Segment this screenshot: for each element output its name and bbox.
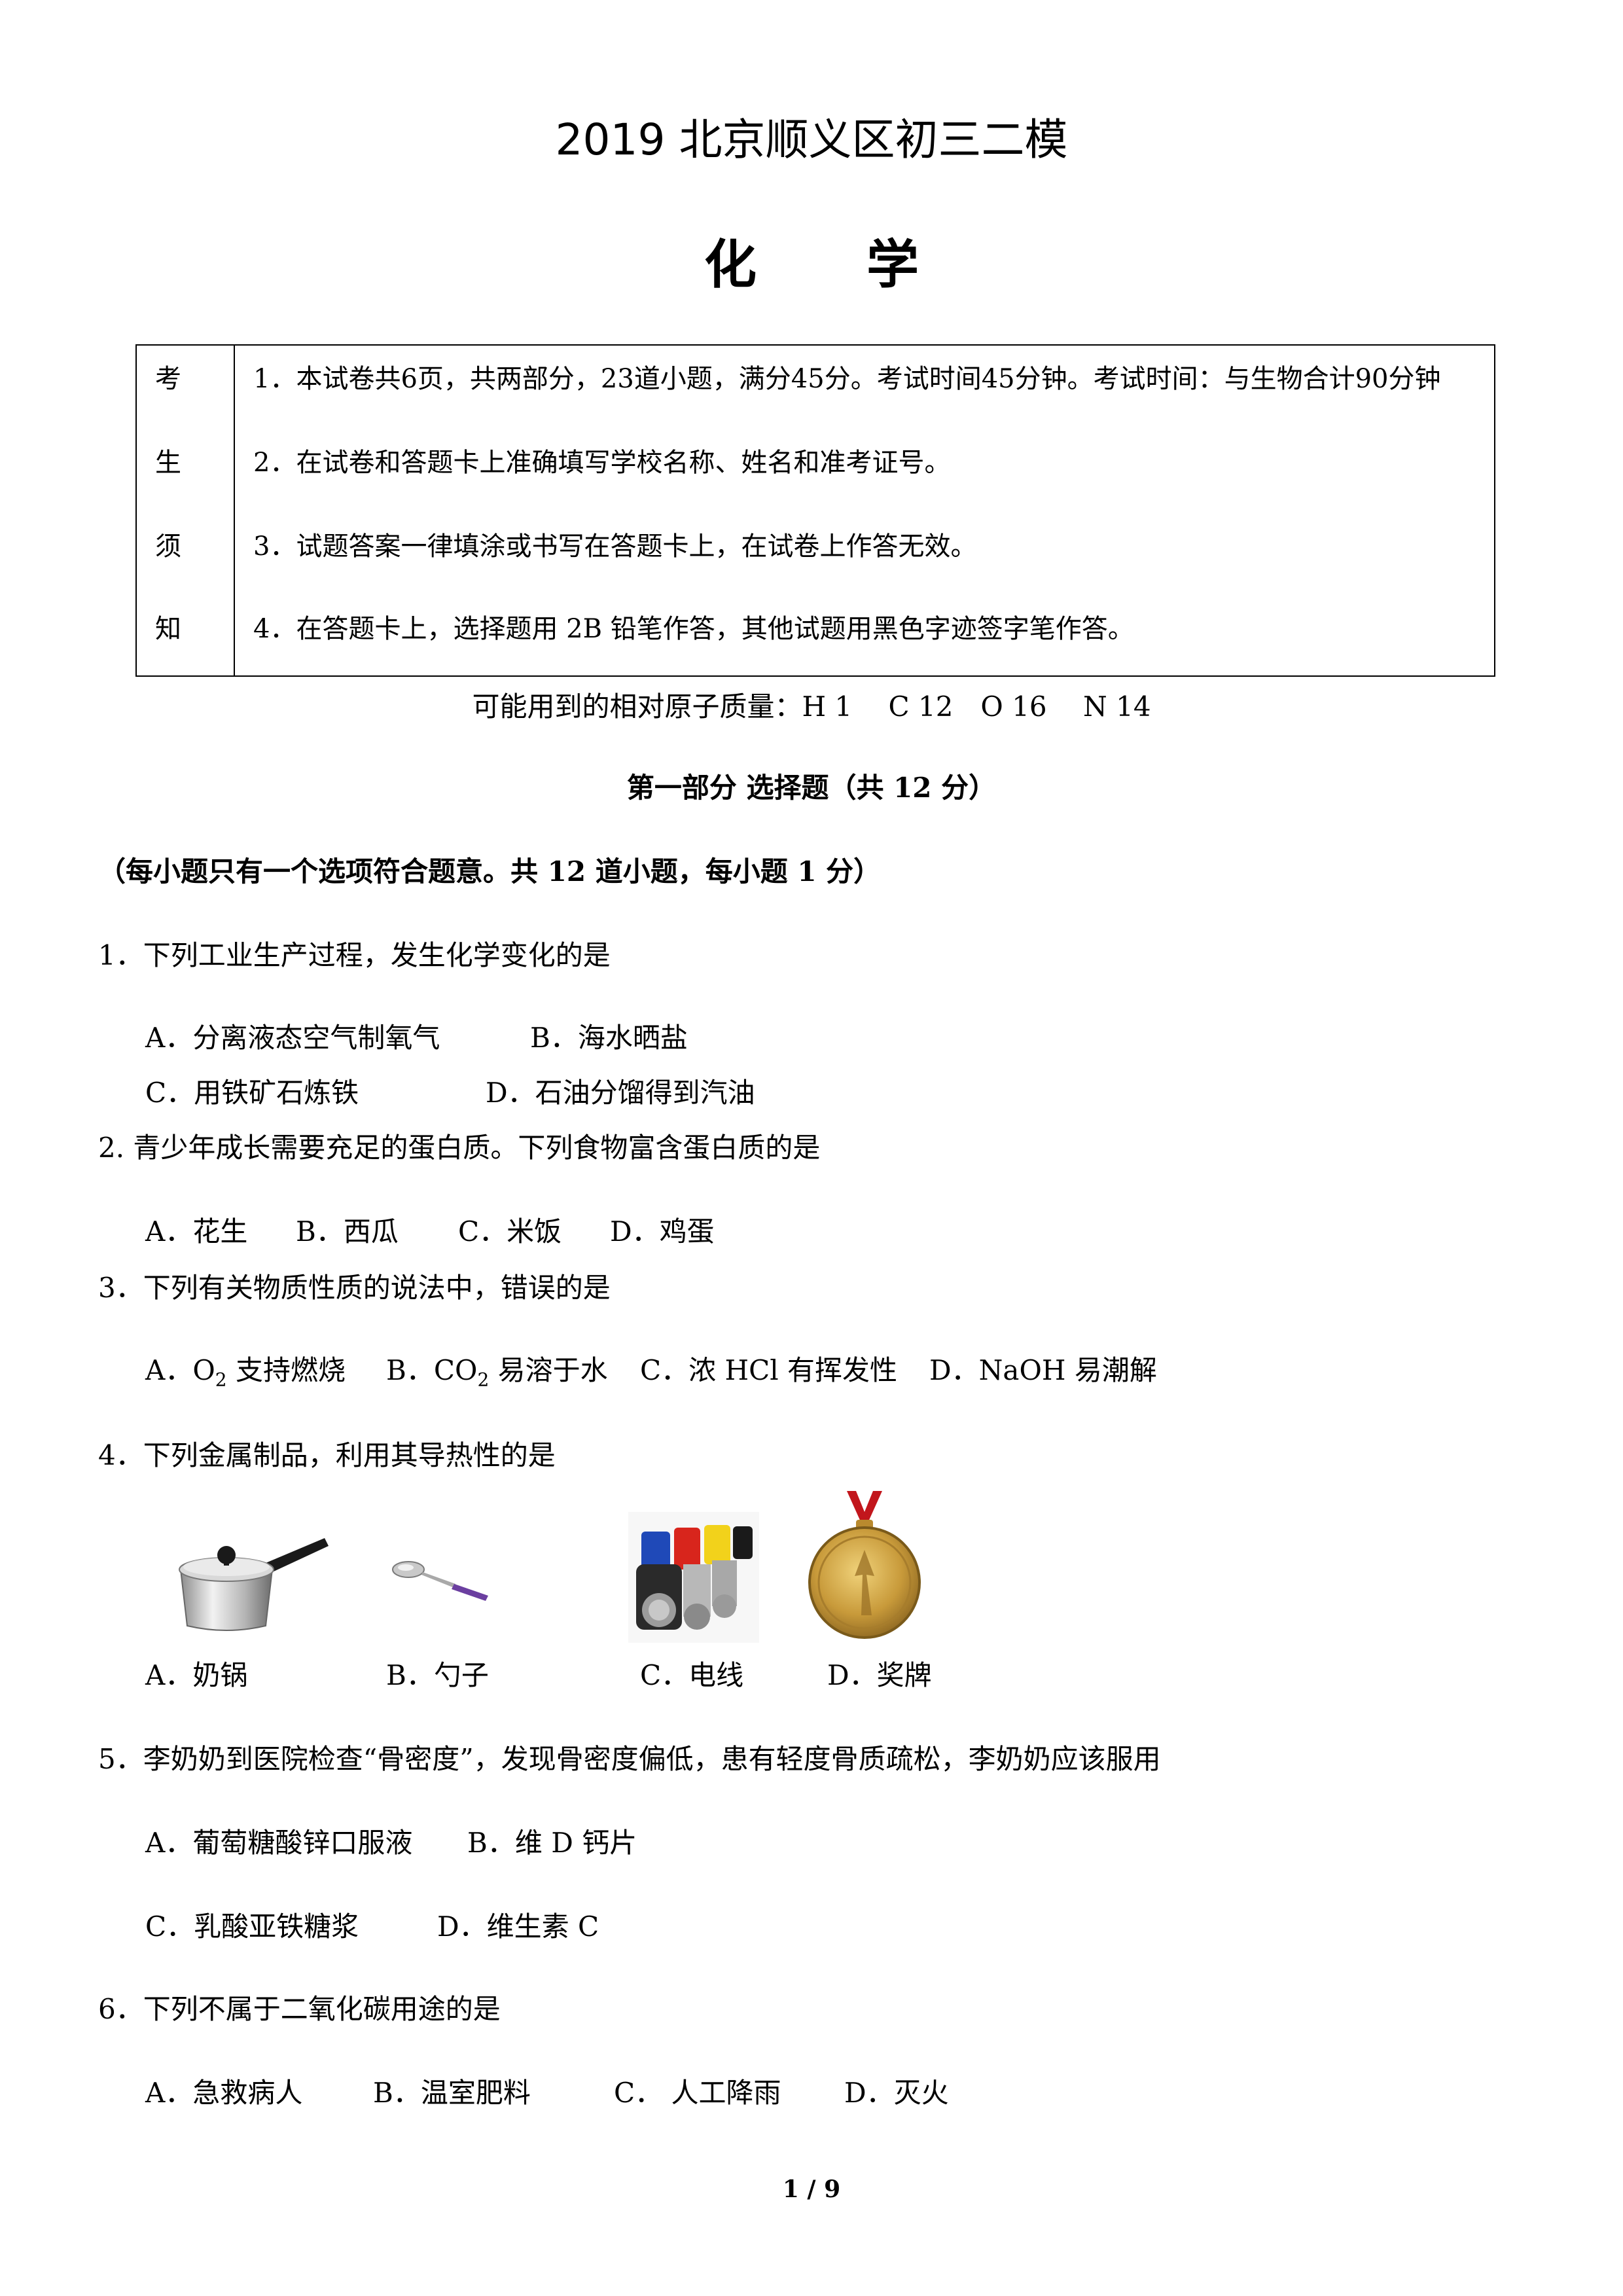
option-d: D．灭火 xyxy=(844,2077,949,2109)
option-a: A．O2 支持燃烧 xyxy=(145,1354,346,1391)
subject-char: 学 xyxy=(866,234,919,295)
subject-title: 化学 xyxy=(0,223,1623,298)
question-stem: 2. 青少年成长需要充足的蛋白质。下列食物富含蛋白质的是 xyxy=(98,1132,821,1164)
option-c: C． 人工降雨 xyxy=(614,2077,781,2109)
option-b: B．海水晒盐 xyxy=(530,1022,688,1054)
notice-item: 3．试题答案一律填涂或书写在答题卡上，在试卷上作答无效。 xyxy=(253,531,977,562)
option-a: A．花生 xyxy=(145,1215,248,1247)
option-d: D．NaOH 易潮解 xyxy=(929,1354,1157,1386)
medal-icon xyxy=(808,1491,921,1639)
option-c: C．用铁矿石炼铁 xyxy=(145,1077,359,1109)
option-b: B．温室肥料 xyxy=(373,2077,531,2109)
option-d: D．奖牌 xyxy=(827,1659,932,1691)
option-c: C．乳酸亚铁糖浆 xyxy=(145,1910,359,1943)
notice-label-column: 考 生 须 知 xyxy=(137,346,235,675)
option-b: B．CO2 易溶于水 xyxy=(386,1354,608,1391)
option-a: A．急救病人 xyxy=(145,2077,303,2109)
notice-item: 4．在答题卡上，选择题用 2B 铅笔作答，其他试题用黑色字迹签字笔作答。 xyxy=(253,614,1134,644)
option-b: B．勺子 xyxy=(386,1659,489,1691)
notice-label-char: 考 xyxy=(155,364,181,394)
notice-item: 1．本试卷共6页，共两部分，23道小题，满分45分。考试时间45分钟。考试时间：… xyxy=(253,364,1441,394)
question-stem: 4．下列金属制品，利用其导热性的是 xyxy=(98,1439,556,1471)
notice-label-char: 知 xyxy=(155,614,181,644)
exam-notice-box: 考 生 须 知 1．本试卷共6页，共两部分，23道小题，满分45分。考试时间45… xyxy=(135,344,1495,677)
question-stem: 3．下列有关物质性质的说法中，错误的是 xyxy=(98,1272,611,1304)
part1-instruction: （每小题只有一个选项符合题意。共 12 道小题，每小题 1 分） xyxy=(98,855,882,888)
electric-wire-icon xyxy=(628,1512,759,1643)
notice-item: 2．在试卷和答题卡上准确填写学校名称、姓名和准考证号。 xyxy=(253,448,951,478)
option-b: B．维 D 钙片 xyxy=(467,1827,637,1859)
option-b: B．西瓜 xyxy=(296,1215,399,1247)
option-d: D．维生素 C xyxy=(437,1910,599,1943)
question-stem: 5．李奶奶到医院检查“骨密度”，发现骨密度偏低，患有轻度骨质疏松，李奶奶应该服用 xyxy=(98,1743,1161,1775)
option-a: A．分离液态空气制氧气 xyxy=(145,1022,440,1054)
notice-label-char: 生 xyxy=(155,448,181,478)
atomic-masses-line: 可能用到的相对原子质量：H 1 C 12 O 16 N 14 xyxy=(472,691,1151,723)
question-stem: 6．下列不属于二氧化碳用途的是 xyxy=(98,1993,501,2025)
option-d: D．石油分馏得到汽油 xyxy=(486,1077,755,1109)
option-c: C．浓 HCl 有挥发性 xyxy=(640,1354,898,1386)
part1-heading: 第一部分 选择题（共 12 分） xyxy=(626,772,997,804)
page-title: 2019 北京顺义区初三二模 xyxy=(555,115,1068,165)
subject-char: 化 xyxy=(704,234,757,295)
option-a: A．葡萄糖酸锌口服液 xyxy=(145,1827,413,1859)
option-a: A．奶锅 xyxy=(145,1659,248,1691)
saucepan-icon xyxy=(179,1538,329,1631)
page-indicator: 1 / 9 xyxy=(782,2176,841,2203)
option-c: C．米饭 xyxy=(458,1215,562,1247)
notice-label-char: 须 xyxy=(155,531,181,562)
option-c: C．电线 xyxy=(640,1659,744,1691)
option-d: D．鸡蛋 xyxy=(610,1215,715,1247)
spoon-icon xyxy=(392,1561,488,1601)
question-stem: 1．下列工业生产过程，发生化学变化的是 xyxy=(98,939,611,971)
